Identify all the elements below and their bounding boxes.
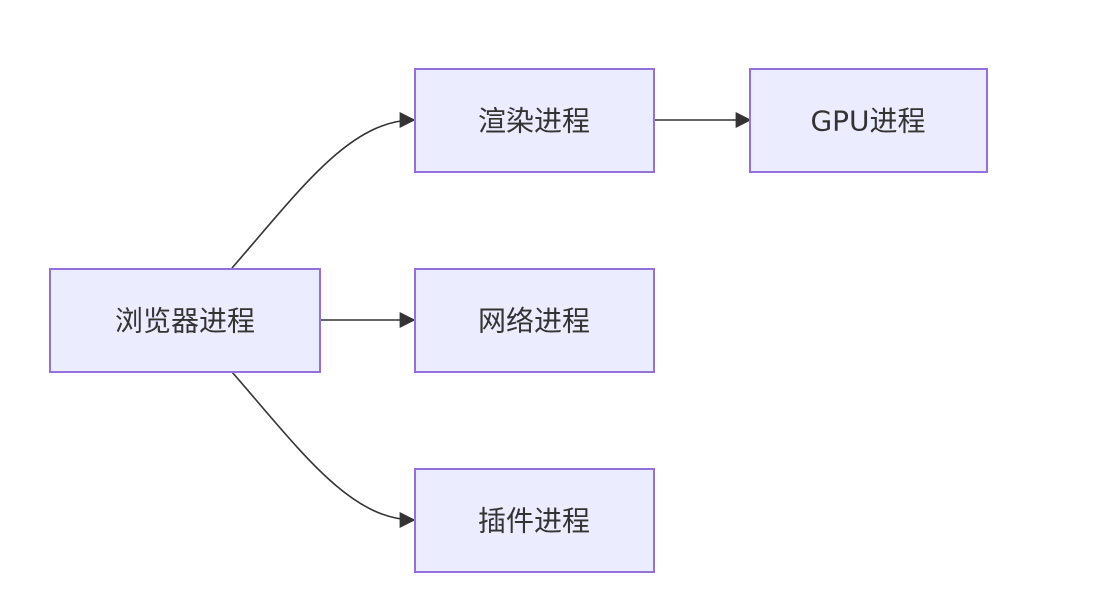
edge-browser-to-plugin (231, 371, 416, 528)
edge-browser-to-renderer (231, 112, 416, 269)
node-plugin-process-label: 插件进程 (478, 505, 590, 538)
node-browser-process: 浏览器进程 (49, 268, 321, 373)
node-plugin-process: 插件进程 (414, 468, 655, 573)
node-network-process-label: 网络进程 (478, 305, 590, 338)
node-network-process: 网络进程 (414, 268, 655, 373)
node-renderer-process-label: 渲染进程 (478, 105, 590, 138)
node-gpu-process-label: GPU进程 (810, 105, 925, 138)
node-renderer-process: 渲染进程 (414, 68, 655, 173)
node-browser-process-label: 浏览器进程 (115, 305, 255, 338)
node-gpu-process: GPU进程 (749, 68, 988, 173)
